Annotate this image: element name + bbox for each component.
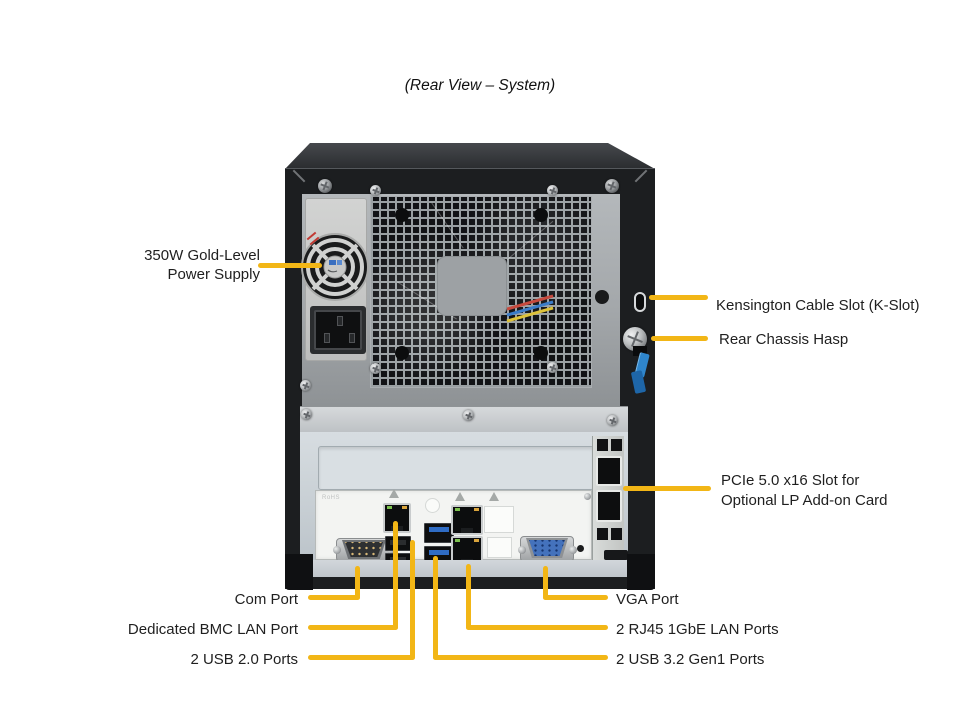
callout-line-usb2-h — [308, 655, 415, 660]
lan-led-amber — [474, 539, 479, 542]
screw-icon — [370, 363, 381, 374]
screw-icon — [605, 179, 619, 193]
callout-label-usb3: 2 USB 3.2 Gen1 Ports — [616, 651, 765, 668]
warning-icon — [389, 489, 399, 498]
panel-hole — [577, 545, 584, 552]
ac-inlet-socket — [314, 310, 362, 350]
callout-line-com-v — [355, 566, 360, 600]
lan-led-green — [387, 506, 392, 509]
callout-line-lan-v — [466, 564, 471, 630]
chassis-top-face — [285, 143, 655, 169]
ac-pin — [337, 316, 343, 326]
fan-mount-hole — [534, 208, 548, 222]
callout-line-pcie — [623, 486, 711, 491]
callout-line-lan-h — [466, 625, 608, 630]
fan-center-plate — [437, 256, 507, 316]
callout-label-vga: VGA Port — [616, 591, 679, 608]
chassis-foot-right — [627, 554, 655, 590]
blank-cover — [487, 537, 512, 558]
callout-label-lan: 2 RJ45 1GbE LAN Ports — [616, 621, 779, 638]
callout-line-usb3-h — [433, 655, 608, 660]
cage-recess — [318, 446, 594, 490]
callout-label-psu: 350W Gold-Level Power Supply — [144, 247, 260, 283]
callout-label-kslot: Kensington Cable Slot (K-Slot) — [716, 297, 920, 314]
bracket-opening — [596, 456, 622, 486]
bracket-opening — [596, 490, 622, 522]
callout-line-vga-h — [543, 595, 608, 600]
screw-icon — [569, 546, 577, 554]
chassis-foot-left — [285, 554, 313, 590]
callout-label-usb2: 2 USB 2.0 Ports — [190, 651, 298, 668]
screw-icon — [300, 380, 311, 391]
screw-icon — [607, 415, 618, 426]
callout-label-pcie: PCIe 5.0 x16 Slot for Optional LP Add-on… — [721, 472, 888, 509]
warning-icon — [489, 492, 499, 501]
rj45-notch — [461, 528, 473, 533]
lan-led-amber — [402, 506, 407, 509]
hasp-slot — [633, 346, 647, 356]
screw-icon — [301, 409, 312, 420]
callout-label-bmc: Dedicated BMC LAN Port — [127, 621, 298, 638]
callout-line-vga-v — [543, 566, 548, 600]
rohs-marking: RoHS — [322, 495, 341, 501]
bracket-vent — [597, 439, 608, 451]
figure-title: (Rear View – System) — [404, 77, 556, 94]
bracket-vent — [611, 528, 622, 540]
screw-icon — [547, 362, 558, 373]
screw-icon — [584, 493, 591, 500]
usb-tongue — [390, 557, 406, 562]
lan-led-amber — [474, 508, 479, 511]
lan-port — [451, 505, 483, 535]
bracket-vent — [597, 528, 608, 540]
screw-icon — [518, 546, 526, 554]
punch-out-plug — [425, 498, 440, 513]
usb-tongue-blue — [429, 527, 449, 532]
lan-led-green — [455, 508, 460, 511]
fan-mount-hole — [534, 346, 548, 360]
bracket-latch — [604, 550, 628, 560]
callout-line-kslot — [649, 295, 708, 300]
warning-icon — [455, 492, 465, 501]
usb-tongue — [390, 540, 406, 545]
screw-icon — [463, 410, 474, 421]
screw-icon — [333, 546, 341, 554]
usb3-port — [424, 523, 454, 543]
screw-icon — [547, 185, 558, 196]
callout-line-bmc-h — [308, 625, 398, 630]
callout-line-usb3-v — [433, 556, 438, 660]
com-shell — [345, 542, 383, 557]
callout-line-com-h — [308, 595, 360, 600]
usb-tongue-blue — [429, 550, 449, 555]
blank-cover — [484, 506, 514, 533]
callout-line-psu — [258, 263, 322, 268]
fan-mount-hole — [395, 346, 409, 360]
ac-pin — [324, 333, 330, 343]
fan-mount-hole — [395, 208, 409, 222]
panel-hole — [595, 290, 609, 304]
lan-led-green — [455, 539, 460, 542]
callout-line-hasp — [651, 336, 708, 341]
callout-label-com: Com Port — [234, 591, 298, 608]
callout-label-hasp: Rear Chassis Hasp — [719, 331, 849, 348]
kensington-slot — [634, 292, 646, 312]
callout-line-usb2-v — [410, 540, 415, 660]
usb2-port — [385, 536, 411, 551]
screw-icon — [370, 185, 381, 196]
ac-pin — [349, 333, 355, 343]
callout-line-bmc-v — [393, 521, 398, 630]
vga-shell — [529, 540, 565, 556]
bracket-vent — [611, 439, 622, 451]
screw-icon — [318, 179, 332, 193]
